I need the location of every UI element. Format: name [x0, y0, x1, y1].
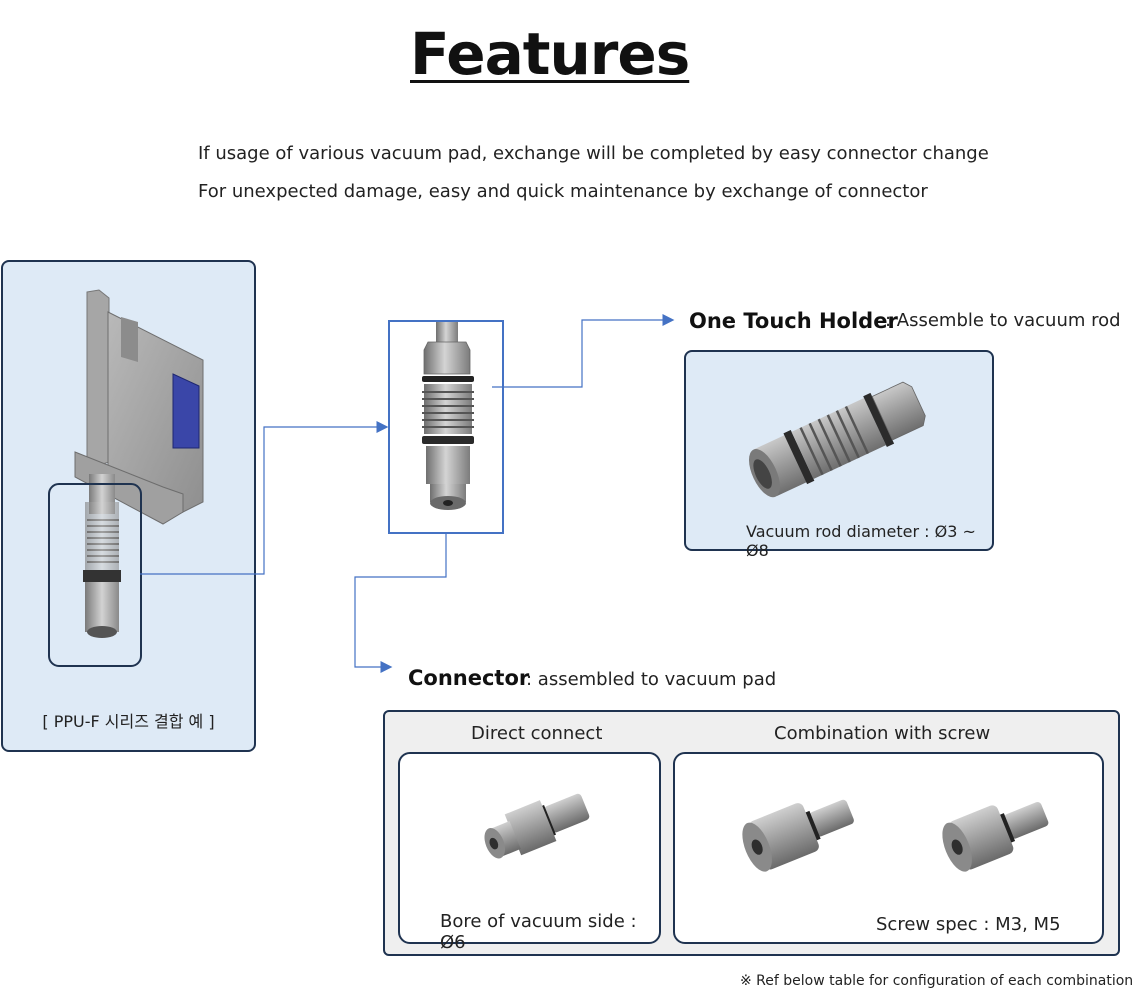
holder-connector-image	[422, 322, 474, 510]
series-example-panel: [ PPU-F 시리즈 결합 예 ]	[1, 260, 256, 752]
one-touch-holder-description: : Assemble to vacuum rod	[885, 310, 1121, 331]
one-touch-holder-panel: Vacuum rod diameter : Ø3 ~ Ø8	[684, 350, 994, 560]
footnote: ※ Ref below table for configuration of e…	[740, 973, 1134, 989]
screw-combination-label: Combination with screw	[774, 723, 991, 744]
connector-description: : assembled to vacuum pad	[526, 669, 777, 690]
screw-combination-card: Screw spec : M3, M5	[673, 752, 1104, 944]
intro-line-2: For unexpected damage, easy and quick ma…	[198, 181, 928, 202]
one-touch-holder-image	[749, 381, 926, 498]
direct-connect-card: Bore of vacuum side : Ø6	[398, 752, 661, 953]
direct-connector-image	[484, 793, 590, 859]
zoomed-holder-frame	[388, 320, 504, 534]
screw-connectors-image	[742, 799, 1049, 872]
bore-vacuum-side-note: Bore of vacuum side : Ø6	[440, 911, 637, 953]
connector-title: Connector	[408, 666, 530, 690]
one-touch-holder-title: One Touch Holder	[689, 309, 898, 333]
direct-connect-label: Direct connect	[471, 723, 603, 744]
vacuum-rod-diameter-note: Vacuum rod diameter : Ø3 ~ Ø8	[746, 522, 976, 560]
gripper-assembly-image	[48, 289, 204, 667]
page-title: Features	[410, 20, 690, 88]
series-caption: [ PPU-F 시리즈 결합 예 ]	[42, 712, 215, 731]
intro-line-1: If usage of various vacuum pad, exchange…	[198, 143, 989, 164]
connector-options-panel: Direct connect Combination with screw Bo…	[383, 710, 1120, 956]
screw-spec-note: Screw spec : M3, M5	[876, 914, 1061, 935]
